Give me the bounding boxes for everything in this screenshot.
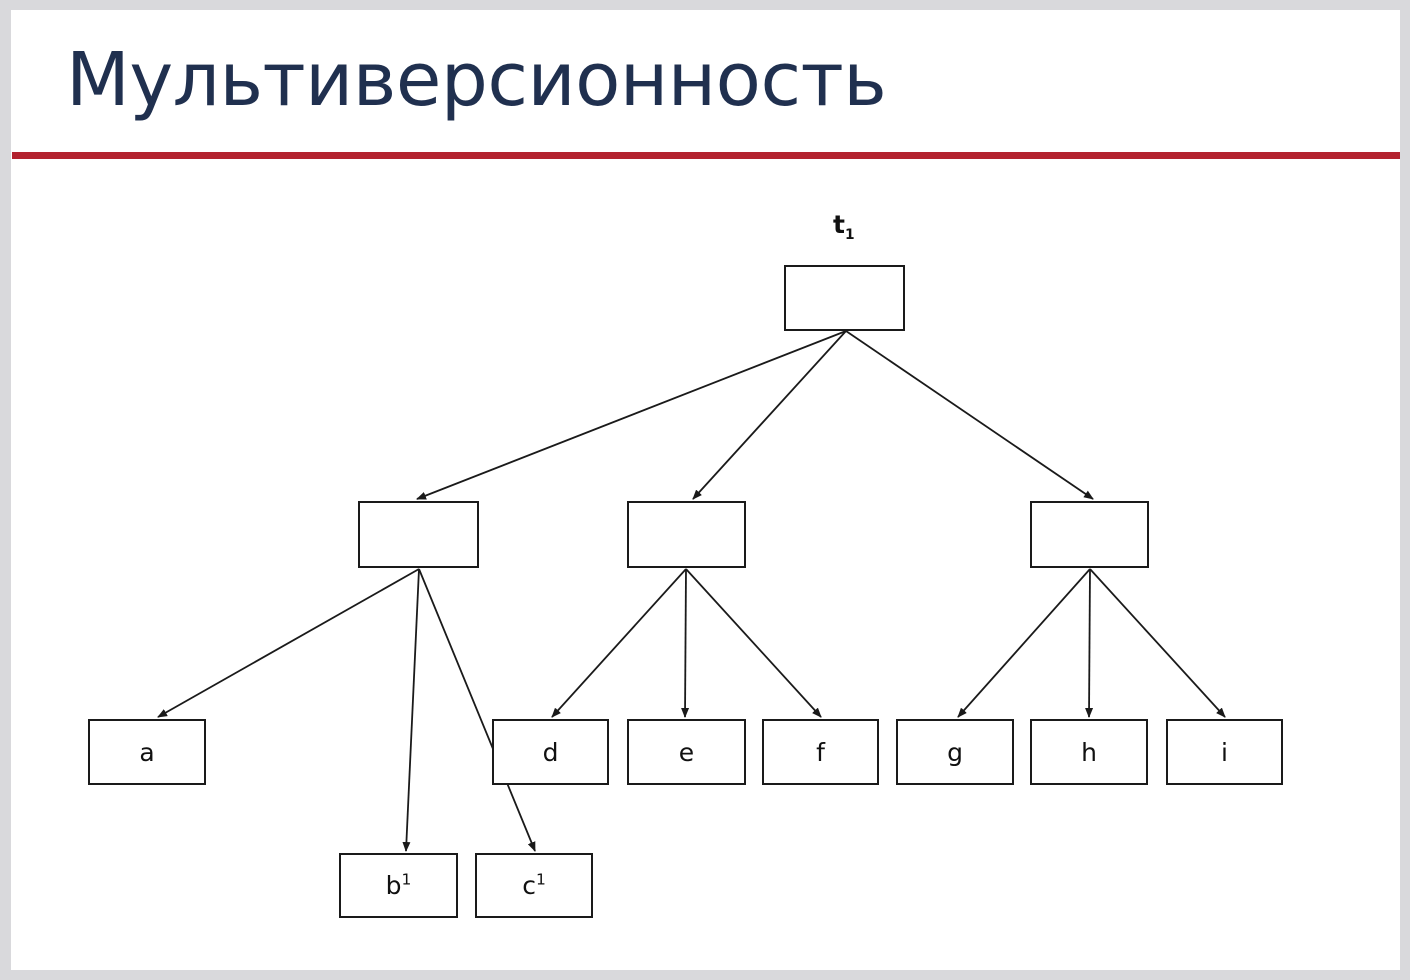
- tree-node-g[interactable]: g: [896, 719, 1014, 785]
- tree-node-label-superscript: 1: [401, 870, 412, 889]
- tree-node-label: i: [1221, 737, 1228, 767]
- tree-node-f[interactable]: f: [762, 719, 879, 785]
- tree-node-d[interactable]: d: [492, 719, 609, 785]
- tree-edge-root-to-m3: [845, 330, 1094, 500]
- tree-edge-m1-to-c1: [418, 568, 536, 852]
- tree-node-label: b1: [385, 870, 412, 900]
- tree-node-m3[interactable]: [1030, 501, 1149, 568]
- tree-node-c1[interactable]: c1: [475, 853, 593, 918]
- title-divider: [12, 152, 1400, 159]
- tree-edge-m1-to-a: [157, 568, 420, 718]
- tree-edge-root-to-m2: [692, 330, 847, 500]
- tree-node-label: c1: [522, 870, 546, 900]
- tree-node-i[interactable]: i: [1166, 719, 1283, 785]
- tree-edge-m2-to-f: [685, 568, 822, 718]
- tree-node-h[interactable]: h: [1030, 719, 1148, 785]
- tree-edge-m3-to-h: [1085, 568, 1094, 718]
- tree-edge-m1-to-b1: [402, 568, 420, 852]
- tree-node-label: g: [947, 737, 963, 767]
- tree-node-label: a: [139, 737, 155, 767]
- tree-node-b1[interactable]: b1: [339, 853, 458, 918]
- tree-node-e[interactable]: e: [627, 719, 746, 785]
- tree-node-label: h: [1081, 737, 1097, 767]
- tree-edge-group: [157, 330, 1226, 852]
- tree-node-label-superscript: 1: [535, 870, 546, 889]
- tree-edges-layer: [157, 330, 1226, 852]
- page-title: Мультиверсионность: [66, 37, 887, 123]
- tree-edge-m3-to-g: [957, 568, 1091, 718]
- tree-node-label: e: [678, 737, 695, 767]
- tree-node-label: f: [816, 737, 825, 767]
- root-time-label-base: t: [833, 210, 845, 239]
- root-time-label: t1: [833, 210, 855, 242]
- tree-node-m2[interactable]: [627, 501, 746, 568]
- tree-node-a[interactable]: a: [88, 719, 206, 785]
- tree-node-root[interactable]: [784, 265, 905, 331]
- tree-edge-m3-to-i: [1089, 568, 1226, 718]
- tree-edge-m2-to-e: [681, 568, 690, 718]
- tree-node-m1[interactable]: [358, 501, 479, 568]
- tree-edge-root-to-m1: [416, 330, 847, 500]
- tree-edge-m2-to-d: [551, 568, 687, 718]
- root-time-label-subscript: 1: [844, 227, 855, 243]
- tree-node-label: d: [542, 737, 559, 767]
